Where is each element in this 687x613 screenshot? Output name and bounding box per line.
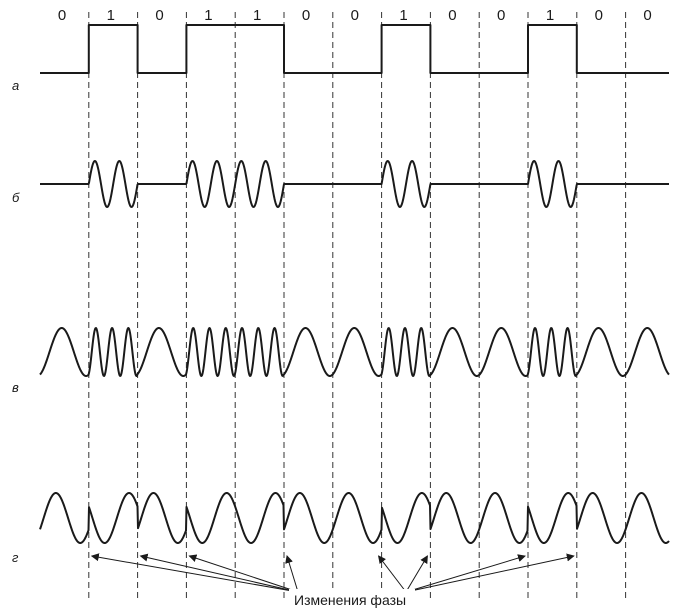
row-label-b: б xyxy=(12,190,20,205)
amplitude-modulated-wave xyxy=(39,160,670,208)
phase-change-arrow xyxy=(285,555,299,593)
phase-change-arrow xyxy=(377,555,407,593)
frequency-modulated-wave xyxy=(39,327,670,377)
bit-label: 0 xyxy=(351,7,359,24)
bit-boundary-grid xyxy=(88,12,627,600)
phase-modulated-wave xyxy=(39,492,670,544)
phase-change-arrow xyxy=(405,553,575,593)
bit-label: 0 xyxy=(58,7,66,24)
bit-label: 0 xyxy=(302,7,310,24)
bit-label: 0 xyxy=(497,7,505,24)
phase-change-arrow xyxy=(139,553,299,593)
row-label-a: а xyxy=(12,78,19,93)
phase-change-arrow xyxy=(90,553,299,593)
bit-labels: 0 1 0 1 1 0 0 1 0 0 1 0 0 xyxy=(58,7,652,24)
bit-label: 1 xyxy=(253,7,261,24)
bit-label: 0 xyxy=(595,7,603,24)
bit-label: 1 xyxy=(399,7,407,24)
bit-label: 1 xyxy=(107,7,115,24)
row-labels: а б в г xyxy=(12,78,20,565)
bit-label: 0 xyxy=(155,7,163,24)
phase-change-caption: Изменения фазы xyxy=(294,592,406,608)
row-label-c: в xyxy=(12,380,19,395)
bit-label: 0 xyxy=(448,7,456,24)
digital-signal-wave xyxy=(40,24,669,74)
caption-background xyxy=(289,589,415,609)
phase-change-arrow xyxy=(405,554,526,593)
bit-label: 0 xyxy=(643,7,651,24)
bit-label: 1 xyxy=(204,7,212,24)
phase-change-arrow xyxy=(405,555,428,593)
phase-change-arrows xyxy=(90,553,575,593)
row-label-d: г xyxy=(12,550,19,565)
bit-label: 1 xyxy=(546,7,554,24)
phase-change-arrow xyxy=(188,554,299,593)
